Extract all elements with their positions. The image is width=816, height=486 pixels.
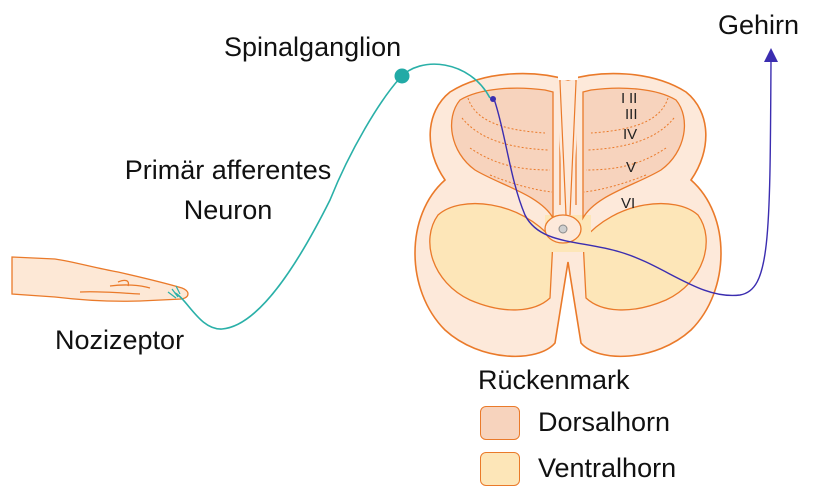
legend-swatch-dorsalhorn <box>480 406 520 440</box>
lamina-label-2: II <box>629 90 637 107</box>
label-neuron-line1: Primär afferentes <box>88 155 368 186</box>
central-canal <box>559 225 567 233</box>
label-neuron-line2: Neuron <box>88 195 368 226</box>
legend-label-ventralhorn: Ventralhorn <box>538 453 676 484</box>
lamina-label-4: IV <box>623 126 637 143</box>
lamina-label-5: V <box>626 159 636 176</box>
label-spinalganglion: Spinalganglion <box>224 32 401 63</box>
arrow-to-brain <box>764 48 778 62</box>
lamina-label-3: III <box>625 106 638 123</box>
spinal-ganglion-cell <box>395 69 410 84</box>
label-gehirn: Gehirn <box>718 10 799 41</box>
lamina-label-1: I <box>621 90 625 107</box>
lamina-label-6: VI <box>621 195 635 212</box>
legend-label-dorsalhorn: Dorsalhorn <box>538 407 670 438</box>
legend-swatch-ventralhorn <box>480 452 520 486</box>
synapse-dot <box>490 96 496 102</box>
label-rueckenmark: Rückenmark <box>478 365 630 396</box>
hand-illustration <box>12 257 188 301</box>
label-nozizeptor: Nozizeptor <box>55 325 184 356</box>
